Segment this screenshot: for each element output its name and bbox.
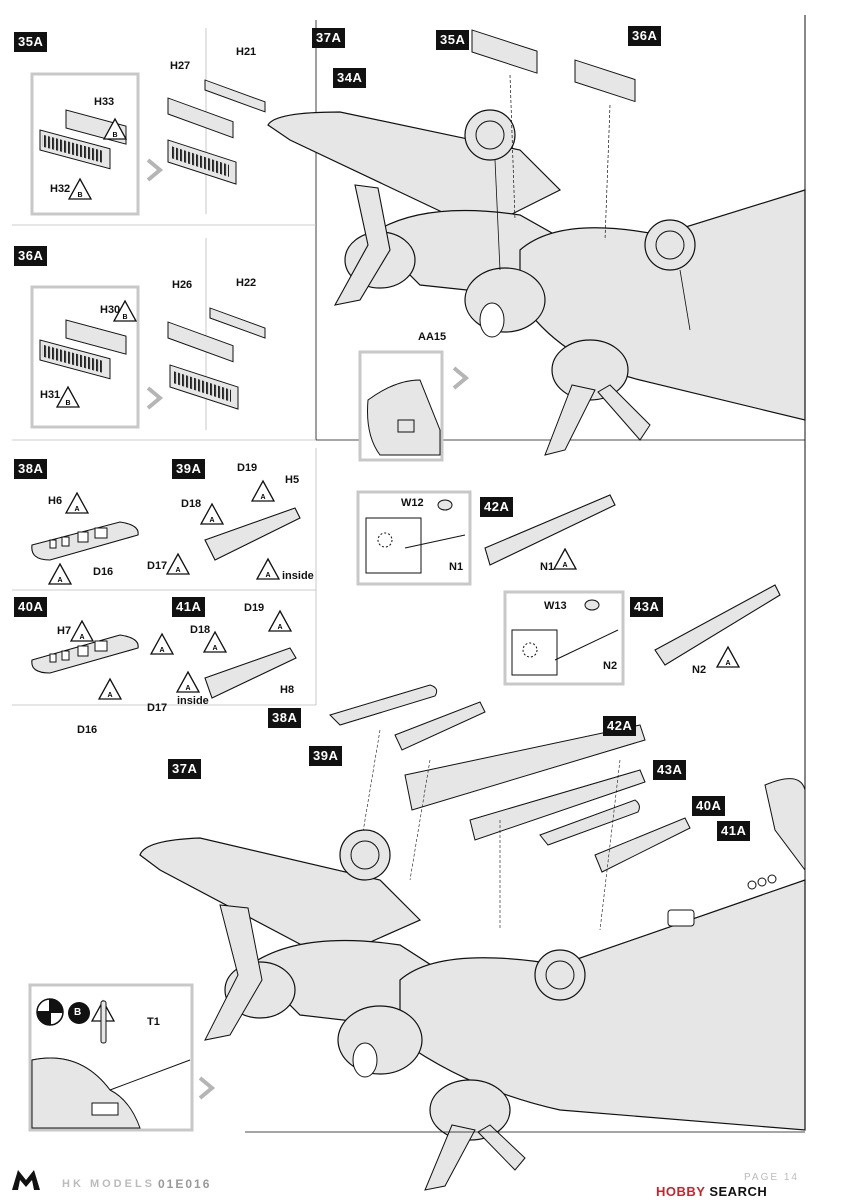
footer-code: 01E016 bbox=[158, 1177, 212, 1191]
part-aa15: AA15 bbox=[418, 331, 447, 343]
part-h6: H6 bbox=[48, 495, 63, 507]
step-36a-label: 36A bbox=[14, 246, 48, 266]
svg-text:A: A bbox=[79, 634, 84, 641]
part-h8: H8 bbox=[280, 684, 295, 696]
step-34a-label: 34A bbox=[333, 68, 367, 88]
svg-text:A: A bbox=[185, 685, 190, 692]
svg-text:A: A bbox=[107, 692, 112, 699]
part-h7: H7 bbox=[57, 625, 72, 637]
part-h26: H26 bbox=[172, 279, 193, 291]
part-h21: H21 bbox=[236, 46, 257, 58]
part-h27: H27 bbox=[170, 60, 191, 72]
step-37a-bottom-label: 37A bbox=[168, 759, 202, 779]
part-d19-top: D19 bbox=[237, 462, 258, 474]
svg-text:A: A bbox=[265, 572, 270, 579]
svg-text:B: B bbox=[112, 132, 117, 139]
svg-text:A: A bbox=[74, 506, 79, 513]
part-d17-top: D17 bbox=[147, 560, 168, 572]
note-inside-2: inside bbox=[177, 695, 209, 707]
step-38a-label: 38A bbox=[14, 459, 48, 479]
part-h30: H30 bbox=[100, 304, 121, 316]
part-n1: N1 bbox=[540, 561, 555, 573]
note-inside-1: inside bbox=[282, 570, 314, 582]
part-w13: W13 bbox=[544, 600, 567, 612]
svg-text:B: B bbox=[122, 314, 127, 321]
part-d16-top: D16 bbox=[93, 566, 114, 578]
step-36a-callout: 36A bbox=[628, 26, 662, 46]
svg-text:A: A bbox=[159, 647, 164, 654]
part-d17-bottom: D17 bbox=[147, 702, 168, 714]
part-d16-bottom: D16 bbox=[77, 724, 98, 736]
svg-text:A: A bbox=[725, 660, 730, 667]
step-41a-label: 41A bbox=[172, 597, 206, 617]
callout-43a: 43A bbox=[653, 760, 687, 780]
part-d18-top: D18 bbox=[181, 498, 202, 510]
callout-38a: 38A bbox=[268, 708, 302, 728]
callout-39a: 39A bbox=[309, 746, 343, 766]
part-w12: W12 bbox=[401, 497, 424, 509]
glue-mark-b: B bbox=[74, 1007, 82, 1018]
svg-text:A: A bbox=[212, 645, 217, 652]
step-35a-callout: 35A bbox=[436, 30, 470, 50]
step-39a-label: 39A bbox=[172, 459, 206, 479]
step-40a-label: 40A bbox=[14, 597, 48, 617]
part-t1: T1 bbox=[147, 1016, 160, 1028]
svg-text:A: A bbox=[277, 624, 282, 631]
svg-text:A: A bbox=[209, 517, 214, 524]
watermark-hobby: HOBBY bbox=[656, 1184, 706, 1199]
callout-41a: 41A bbox=[717, 821, 751, 841]
footer-watermark: HOBBY SEARCH bbox=[656, 1184, 767, 1199]
part-h22: H22 bbox=[236, 277, 257, 289]
svg-text:A: A bbox=[562, 562, 567, 569]
step-37a-top-label: 37A bbox=[312, 28, 346, 48]
svg-text:A: A bbox=[175, 567, 180, 574]
glue-mark-a-legend: A bbox=[1, 1, 2, 2]
part-d18-bottom: D18 bbox=[190, 624, 211, 636]
part-n2: N2 bbox=[692, 664, 707, 676]
watermark-search: SEARCH bbox=[709, 1184, 768, 1199]
part-n1-inset: N1 bbox=[449, 561, 464, 573]
callout-40a: 40A bbox=[692, 796, 726, 816]
part-h31: H31 bbox=[40, 389, 61, 401]
svg-text:B: B bbox=[77, 192, 82, 199]
step-35a-label: 35A bbox=[14, 32, 48, 52]
part-h5: H5 bbox=[285, 474, 300, 486]
part-n2-inset: N2 bbox=[603, 660, 618, 672]
step-42a-label: 42A bbox=[480, 497, 514, 517]
footer-page-number: PAGE 14 bbox=[744, 1172, 799, 1183]
part-h32: H32 bbox=[50, 183, 71, 195]
footer-brand: HK MODELS bbox=[62, 1178, 155, 1190]
part-h33: H33 bbox=[94, 96, 115, 108]
part-d19-bottom: D19 bbox=[244, 602, 265, 614]
svg-text:B: B bbox=[65, 400, 70, 407]
svg-text:A: A bbox=[57, 577, 62, 584]
step-43a-label: 43A bbox=[630, 597, 664, 617]
svg-text:A: A bbox=[260, 494, 265, 501]
callout-42a: 42A bbox=[603, 716, 637, 736]
